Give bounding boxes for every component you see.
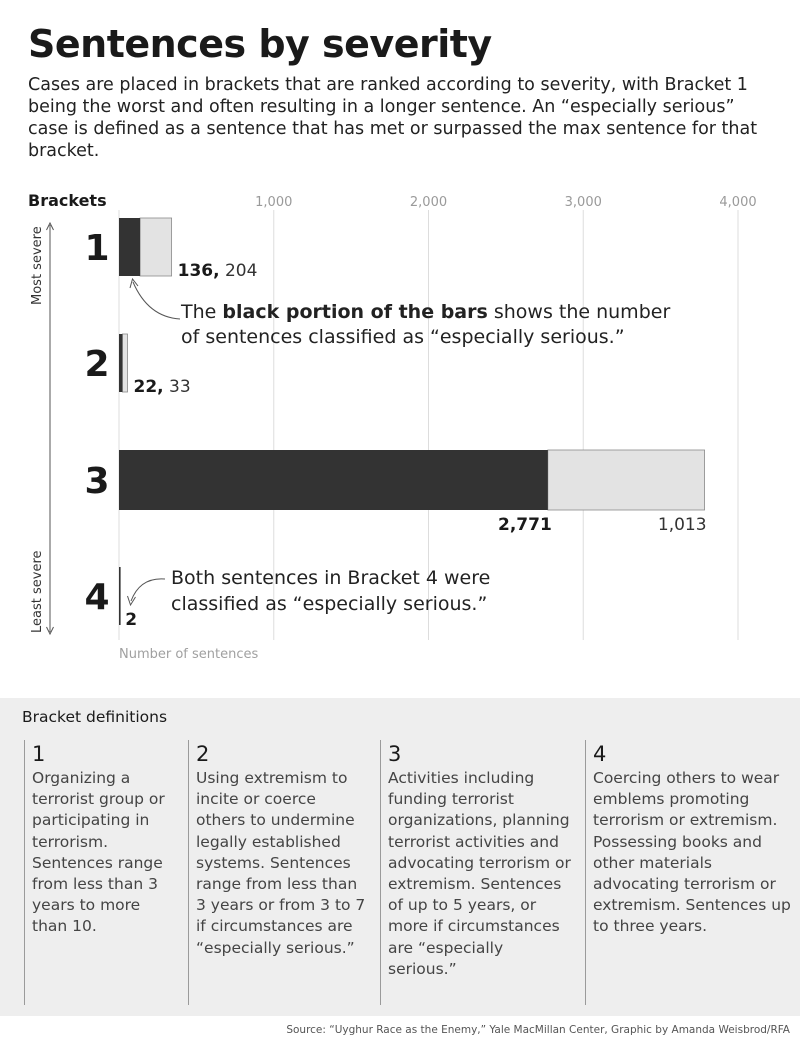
data-label-other: 204	[220, 261, 258, 281]
definition-text: Using extremism to incite or coerce othe…	[196, 769, 366, 957]
definition-text: Organizing a terrorist group or particip…	[32, 769, 165, 936]
bar-especially-serious	[119, 218, 141, 276]
definition-bracket-4: 4 Coercing others to wear emblems promot…	[585, 740, 793, 1005]
definition-number: 4	[593, 742, 607, 766]
annotation-2-line2: classified as “especially serious.”	[171, 593, 487, 615]
annotation-1-line2: of sentences classified as “especially s…	[181, 326, 625, 348]
definition-bracket-2: 2 Using extremism to incite or coerce ot…	[188, 740, 366, 1005]
annotation-1-bold: black portion of the bars	[222, 301, 487, 323]
bar-especially-serious	[119, 567, 121, 625]
definition-bracket-1: 1 Organizing a terrorist group or partic…	[24, 740, 174, 1005]
data-label-pair: 22, 33	[134, 377, 191, 397]
data-label-other: 33	[164, 377, 191, 397]
chart-subtitle: Cases are placed in brackets that are ra…	[28, 75, 758, 161]
category-label: 2	[84, 344, 109, 385]
data-label-especially-serious: 2	[125, 610, 137, 630]
category-label: 1	[84, 228, 109, 269]
bar-other-sentences	[139, 217, 173, 277]
x-tick-label: 2,000	[410, 195, 447, 210]
data-label-especially-serious: 136,	[178, 261, 220, 281]
annotation-bracket-4: Both sentences in Bracket 4 were classif…	[127, 567, 490, 615]
chart-title: Sentences by severity	[28, 22, 492, 66]
annotation-black-portion: The black portion of the bars shows the …	[129, 277, 670, 348]
data-label-especially-serious: 22,	[134, 377, 164, 397]
bar-especially-serious	[119, 450, 548, 510]
category-label: 4	[84, 577, 109, 618]
most-severe-label: Most severe	[30, 226, 45, 305]
annotation-1-pre: The	[180, 301, 222, 323]
source-credit: Source: “Uyghur Race as the Enemy,” Yale…	[286, 1024, 790, 1036]
x-tick-label: 1,000	[255, 195, 292, 210]
x-tick-label: 3,000	[565, 195, 602, 210]
bracket-definitions: Bracket definitions 1 Organizing a terro…	[0, 698, 800, 1016]
annotation-2-line1: Both sentences in Bracket 4 were	[171, 567, 490, 589]
x-axis-title: Number of sentences	[119, 647, 259, 662]
data-label-pair: 2	[125, 610, 137, 630]
bar-especially-serious	[119, 334, 123, 392]
bar-other-sentences	[122, 333, 128, 393]
severity-axis: Most severe Least severe	[30, 221, 54, 636]
data-label-other: 1,013	[658, 515, 707, 535]
category-label: 3	[84, 461, 109, 502]
definition-text: Coercing others to wear emblems promotin…	[593, 769, 791, 936]
definitions-title: Bracket definitions	[22, 708, 168, 726]
data-label-pair: 136, 204	[178, 261, 258, 281]
definition-text: Activities including funding terrorist o…	[388, 769, 571, 978]
definition-number: 2	[196, 742, 210, 766]
definition-number: 3	[388, 742, 402, 766]
data-label-especially-serious: 2,771	[498, 515, 552, 535]
bar-other-sentences	[547, 449, 705, 511]
x-tick-label: 4,000	[719, 195, 756, 210]
definition-number: 1	[32, 742, 46, 766]
y-axis-title: Brackets	[28, 191, 107, 210]
definition-bracket-3: 3 Activities including funding terrorist…	[380, 740, 574, 1005]
least-severe-label: Least severe	[30, 550, 45, 633]
svg-text:The black portion of the bars: The black portion of the bars shows the …	[180, 301, 670, 323]
annotation-1-post: shows the number	[488, 301, 671, 323]
